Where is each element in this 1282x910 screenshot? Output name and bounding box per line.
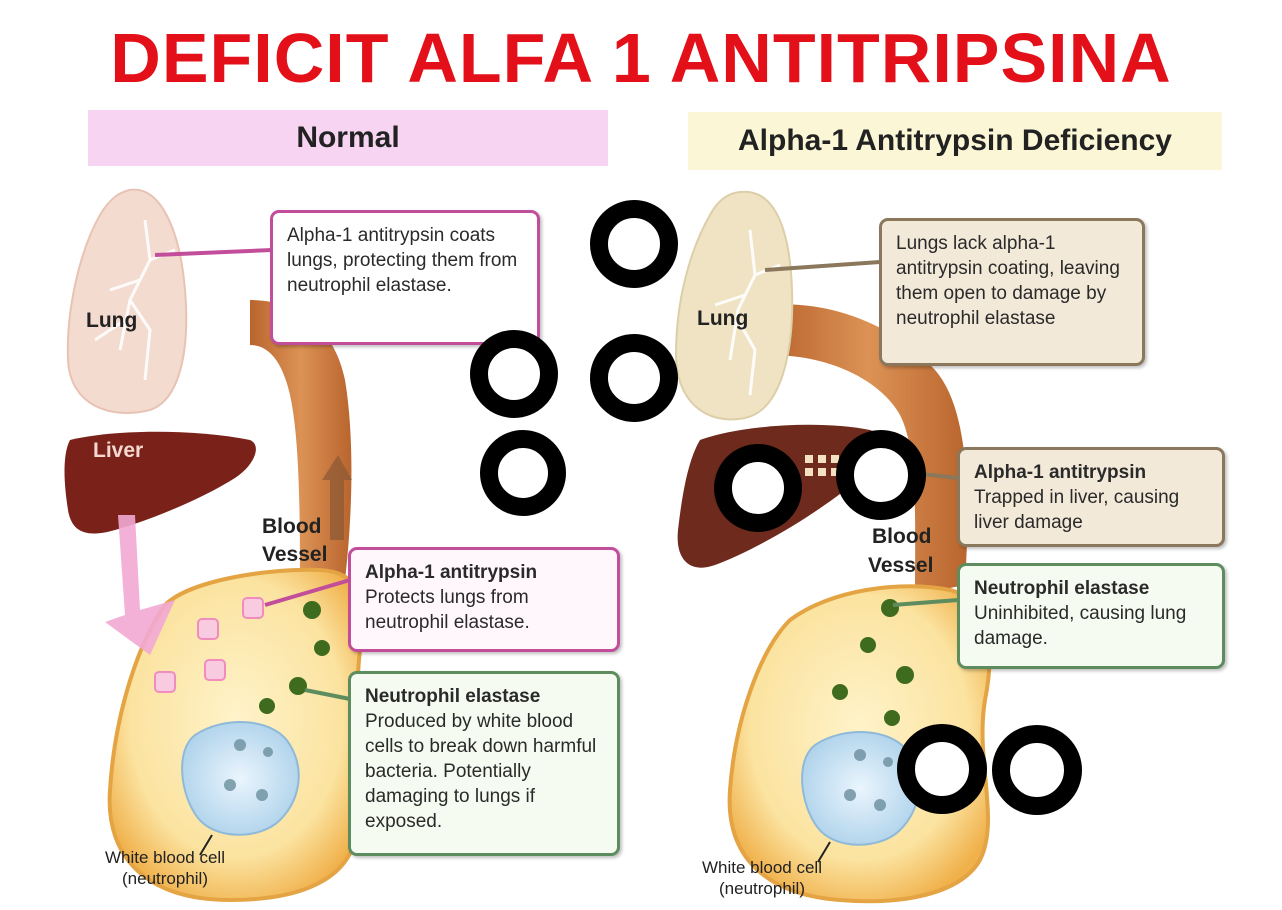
flow-arrow-icon [322,455,352,540]
blood-vessel-label-line1: Blood [262,515,322,538]
cell-granules [844,749,893,811]
wbc-label-line2: (neutrophil) [719,879,805,898]
antitrypsin-particle [154,671,176,693]
callout-leaders [154,248,351,607]
antitrypsin-particle [197,618,219,640]
lung-callout: Alpha-1 antitrypsin coats lungs, protect… [270,210,540,345]
antitrypsin-particles [154,597,264,693]
secretion-arrow [105,515,175,655]
elastase-particle [832,684,848,700]
elastase-callout: Neutrophil elastase Uninhibited, causing… [957,563,1225,669]
antitrypsin-particle [204,659,226,681]
elastase-callout-text: Uninhibited, causing lung damage. [974,603,1187,649]
wbc-pointer [199,834,213,856]
deficiency-header: Alpha-1 Antitrypsin Deficiency [688,112,1222,170]
wbc-label-line1: White blood cell [104,848,225,867]
lung [66,188,188,414]
lung-bronchi [94,219,176,381]
blood-vessel [770,304,968,595]
antitrypsin-callout-text: Protects lungs from neutrophil elastase. [365,587,530,633]
ring-marker [470,330,558,418]
ring-marker [714,444,802,532]
elastase-particle [884,710,900,726]
elastase-particle [314,640,330,656]
lung-callout-text: Alpha-1 antitrypsin coats lungs, protect… [287,225,518,296]
callout-leader [892,598,959,607]
ring-marker [897,724,987,814]
elastase-particle [896,666,914,684]
blood-vessel [250,300,352,590]
lung [674,190,794,421]
elastase-particle [860,637,876,653]
trapped-antitrypsin [805,455,839,476]
blood-vessel-label-line1: Blood [872,525,932,548]
liver-label: Liver [93,439,144,462]
ring-marker [836,430,926,520]
ring-marker [992,725,1082,815]
normal-panel-art [64,188,366,903]
normal-header: Normal [88,110,608,166]
blood-vessel-label-line2: Vessel [868,554,934,577]
antitrypsin-callout-title: Alpha-1 antitrypsin [974,462,1147,483]
elastase-callout-text: Produced by white blood cells to break d… [365,711,597,832]
ring-marker [590,334,678,422]
wbc-pointer [817,841,831,863]
elastase-particle [289,677,307,695]
ring-marker [480,430,566,516]
ring-marker [590,200,678,288]
cell-granules [224,739,273,801]
antitrypsin-callout-text: Trapped in liver, causing liver damage [974,487,1180,533]
elastase-particle [303,601,321,619]
elastase-callout-title: Neutrophil elastase [365,686,541,707]
lung-callout: Lungs lack alpha-1 antitrypsin coating, … [879,218,1145,366]
elastase-callout-title: Neutrophil elastase [974,578,1150,599]
white-blood-cell [181,721,300,836]
lung-callout-text: Lungs lack alpha-1 antitrypsin coating, … [896,233,1120,329]
antitrypsin-callout: Alpha-1 antitrypsin Trapped in liver, ca… [957,447,1225,547]
wbc-label-line2: (neutrophil) [122,869,208,888]
antitrypsin-particle [242,597,264,619]
elastase-particles [259,601,330,714]
liver [64,431,256,534]
elastase-particles [832,599,914,726]
lung-label: Lung [697,307,749,330]
callout-leader [304,688,356,702]
elastase-callout: Neutrophil elastase Produced by white bl… [348,671,620,856]
antitrypsin-callout: Alpha-1 antitrypsin Protects lungs from … [348,547,620,652]
lung-label: Lung [86,309,138,332]
wbc-label-line1: White blood cell [701,858,822,877]
elastase-particle [259,698,275,714]
blood-vessel-label-line2: Vessel [262,543,328,566]
antitrypsin-callout-title: Alpha-1 antitrypsin [365,562,538,583]
page-title: DEFICIT ALFA 1 ANTITRIPSINA [110,19,1172,97]
elastase-particle [881,599,899,617]
